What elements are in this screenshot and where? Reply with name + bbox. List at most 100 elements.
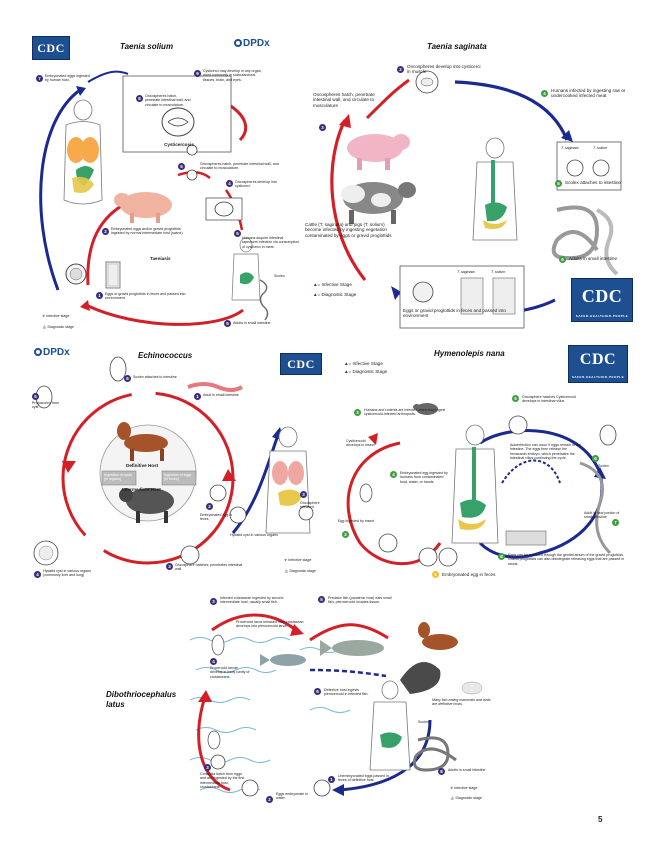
step-label: Embryonated egg in feces	[200, 513, 233, 522]
cysticercosis-label: Cysticercosis	[164, 142, 194, 147]
step-label: Eggs embryonate in water.	[276, 792, 308, 801]
step-label: Scolex	[598, 464, 609, 468]
step-label: Adults in small intestine	[569, 256, 618, 261]
step-label: Humans infected by ingesting raw or unde…	[551, 88, 626, 99]
step-label: Adults in small intestine	[233, 321, 271, 325]
step-badge: 1	[432, 571, 439, 578]
step-badge: 3	[354, 409, 361, 416]
legend-infective: ☣ Infective stage	[284, 558, 312, 562]
triangle-icon: ▲	[313, 292, 318, 297]
step-badge: 3	[319, 124, 326, 131]
hymenolepis-panel: CDC ▲= Infective Stage ▲= Diagnostic Sta…	[280, 343, 635, 591]
step-badge: 7	[612, 519, 619, 526]
step-label: Eggs can be released through the genital…	[508, 553, 625, 566]
step-badge: 5	[32, 393, 39, 400]
step-label: Hydatid cyst in various organs (commonly…	[43, 569, 91, 578]
definitive-host-label: Definitive Host	[126, 463, 159, 468]
step-label: Embryonated eggs ingested by human host.	[45, 74, 90, 83]
step-badge: 2	[206, 503, 213, 510]
species-label: T. solium	[491, 270, 506, 274]
step-label: Oncosphere released	[300, 501, 320, 510]
step-badge: 8	[136, 95, 143, 102]
page-number: 5	[598, 815, 603, 824]
diphyllobothrium-panel: Dibothriocephalus latus	[100, 590, 520, 805]
intermediate-host-label: Intermediate Host	[122, 487, 161, 492]
step-label: Oncospheres hatch, penetrate intestinal …	[145, 94, 191, 107]
cdc-logo: CDC	[280, 353, 322, 375]
step-label: Oncospheres hatch, penetrate intestinal …	[200, 162, 279, 171]
dpdx-circle-icon	[234, 39, 242, 47]
step-badge: 6	[224, 320, 231, 327]
step-badge: 6	[124, 375, 131, 382]
step-badge: 5	[178, 163, 185, 170]
step-badge: 4	[226, 180, 233, 187]
step-label: Oncospheres hatch, penetrate intestinal …	[313, 92, 375, 108]
taenia-solium-panel: CDC Taenia solium DPDx	[28, 30, 300, 335]
step-badge: 4	[34, 571, 41, 578]
panel-title: Hymenolepis nana	[434, 349, 505, 358]
step-badge: 4	[541, 90, 548, 97]
step-badge: 8	[498, 553, 505, 560]
step-label: Coracidia hatch from eggs and are ingest…	[200, 772, 245, 789]
ingestion-cysts-label: Ingestion of cysts (in organs)	[104, 473, 132, 482]
echinococcus-panel: DPDx Echinococcus	[28, 343, 333, 591]
step-badge: 5	[555, 180, 562, 187]
step-label: Unembryonated eggs passed in feces of de…	[338, 774, 389, 783]
step-label: Embryonated egg ingested by humans from …	[400, 471, 448, 484]
step-label: Predator fish (paratenic host) eats smal…	[328, 596, 392, 605]
step-label: Embryonated egg in feces	[442, 572, 496, 577]
step-label: Cattle (T. saginata) and pigs (T. solium…	[305, 222, 392, 238]
microscope-icon: 🔬	[42, 325, 48, 329]
step-badge: 8	[438, 768, 445, 775]
step-badge: 3	[300, 491, 307, 498]
step-label: Adult in small intestine	[203, 393, 239, 397]
species-label: T. solium	[593, 146, 608, 150]
step-label: Adults in small intestine	[448, 768, 486, 772]
autoinfection-note: Autoinfection can occur if eggs remain i…	[510, 443, 581, 460]
cdc-logo: CDC	[32, 36, 70, 60]
step-badge: 2	[102, 228, 109, 235]
triangle-icon: ▲	[344, 361, 349, 366]
step-label: Adult in ileal portion of small intestin…	[584, 511, 620, 520]
step-label: Hydatid cyst in various organs	[230, 533, 278, 537]
step-label: Protoscolex from cyst	[32, 401, 59, 410]
step-badge: 7	[36, 75, 43, 82]
species-label: T. saginata	[457, 270, 475, 274]
step-label: Embryonated eggs and/or gravid proglotti…	[111, 227, 184, 236]
scolex-label: Scolex	[274, 274, 285, 278]
step-badge: 5	[512, 395, 519, 402]
taeniasis-label: Taeniasis	[150, 256, 171, 261]
panel-title: Taenia solium	[120, 42, 174, 51]
microscope-icon: 🔬	[450, 796, 456, 800]
cycle-arrows	[189, 613, 483, 797]
step-label: Oncospheres develop into cysticerci in m…	[407, 64, 481, 75]
step-label: Oncosphere hatches; penetrates intestina…	[175, 563, 243, 572]
step-badge: 5	[234, 230, 241, 237]
step-badge: 6	[314, 688, 321, 695]
species-label: T. saginata	[561, 146, 579, 150]
triangle-icon: ▲	[344, 369, 349, 374]
step-label: Cysticercoid develops in insect	[346, 439, 375, 448]
step-label: Many fish-eating mammals and birds are d…	[432, 698, 491, 707]
step-label: Scolex attaches to intestine	[133, 375, 177, 379]
legend-diagnostic: ▲= Diagnostic Stage	[344, 369, 388, 374]
panel-title: Dibothriocephalus	[106, 690, 177, 699]
legend-infective: ☣ Infective stage	[42, 314, 70, 318]
step-label: Humans acquire intestinal tapeworm infec…	[242, 236, 300, 249]
cycle-arrows	[346, 403, 617, 567]
triangle-icon: ▲	[313, 282, 318, 287]
legend-infective: ▲= Infective Stage	[344, 361, 383, 366]
legend-diagnostic: ▲= Diagnostic Stage	[313, 292, 357, 297]
legend-diagnostic: 🔬 Diagnostic stage	[42, 325, 75, 329]
cycle-arrows	[39, 70, 269, 326]
legend-diagnostic: 🔬 Diagnostic stage	[284, 569, 317, 573]
step-label: Oncosphere hatches Cysticercoid develops…	[522, 395, 576, 404]
biohazard-icon: ☣	[42, 314, 47, 318]
step-label: Scolex attaches to intestine	[565, 180, 621, 185]
step-label: Definitive host ingests plerocercoid in …	[324, 688, 369, 697]
scolex-label: Scolex	[418, 720, 429, 724]
microscope-icon: 🔬	[284, 569, 290, 573]
cycle-arrows	[330, 70, 622, 329]
